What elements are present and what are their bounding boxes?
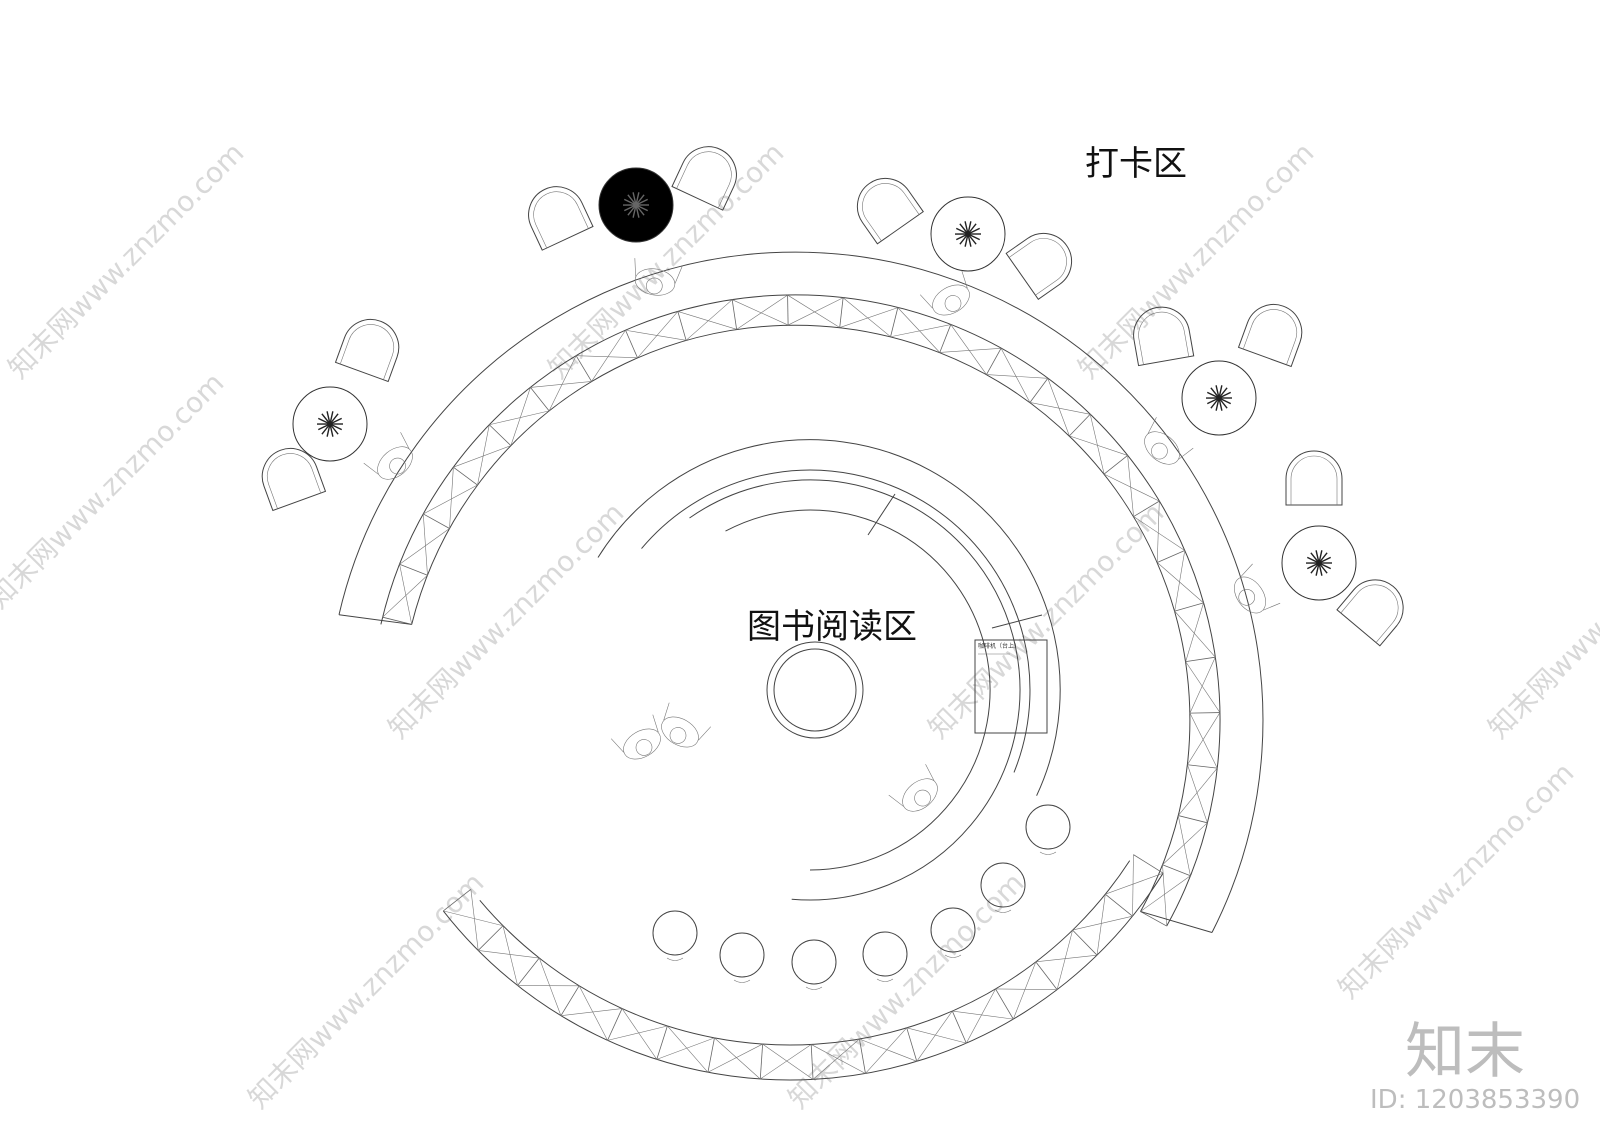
central-round-table (766, 641, 864, 739)
bar-stool (980, 862, 1026, 913)
person (1144, 417, 1194, 465)
image-id: ID: 1203853390 (1370, 1085, 1580, 1115)
watermark-text: 知末网www.znzmo.com (0, 366, 230, 615)
watermark-text: 知末网www.znzmo.com (1332, 756, 1581, 1005)
checkin-table-set (856, 177, 1073, 300)
people-figures (363, 258, 1281, 812)
person (634, 258, 683, 296)
bar-stool (719, 932, 765, 983)
chair (1133, 306, 1195, 367)
person (888, 764, 938, 812)
outer-truss-arc (338, 251, 1264, 933)
plant-icon (1305, 550, 1332, 576)
chair (1005, 232, 1073, 300)
watermark-text: 知末网www.znzmo.com (2, 136, 251, 385)
coffee-machine: 咖啡机（台上） (974, 639, 1048, 734)
reading-zone-label: 图书阅读区 (747, 607, 917, 647)
person (661, 702, 712, 748)
watermark-text: 知末网www.znzmo.com (382, 496, 631, 745)
plant-icon (954, 221, 981, 247)
plant-icon (316, 411, 343, 437)
checkin-table-set (1281, 450, 1404, 647)
chair (1336, 579, 1404, 647)
chair (528, 186, 594, 251)
checkin-zone-label: 打卡区 (1085, 144, 1187, 184)
bar-stool (652, 910, 698, 961)
checkin-table-set (1133, 303, 1303, 436)
bar-stool (791, 939, 837, 990)
reading-counter (597, 439, 1061, 901)
coffee-machine-label: 咖啡机（台上） (978, 642, 1020, 650)
checkin-seating (261, 146, 1404, 647)
chair (334, 318, 400, 383)
chair (1285, 450, 1343, 506)
person (919, 270, 970, 316)
chair (1237, 303, 1303, 368)
watermark-text: 知末网www.znzmo.com (542, 136, 791, 385)
checkin-table-set (261, 318, 400, 512)
chair (856, 177, 924, 245)
person (610, 714, 661, 760)
chair (261, 447, 327, 512)
plant-icon (622, 192, 649, 218)
bar-stools (652, 804, 1071, 990)
bar-stool (1025, 804, 1071, 855)
bottom-truss-arc (442, 854, 1164, 1081)
person (363, 432, 413, 480)
plant-icon (1205, 385, 1232, 411)
checkin-table-set (528, 146, 737, 251)
chair (671, 146, 737, 211)
person (1234, 563, 1281, 614)
bar-stool (862, 931, 908, 982)
brand-logo-text: 知末 (1405, 1017, 1525, 1087)
watermark-text: 知末网www.znzmo.com (922, 496, 1171, 745)
bar-stool (930, 907, 976, 958)
watermark-text: 知末网www.znzmo.com (1482, 496, 1600, 745)
